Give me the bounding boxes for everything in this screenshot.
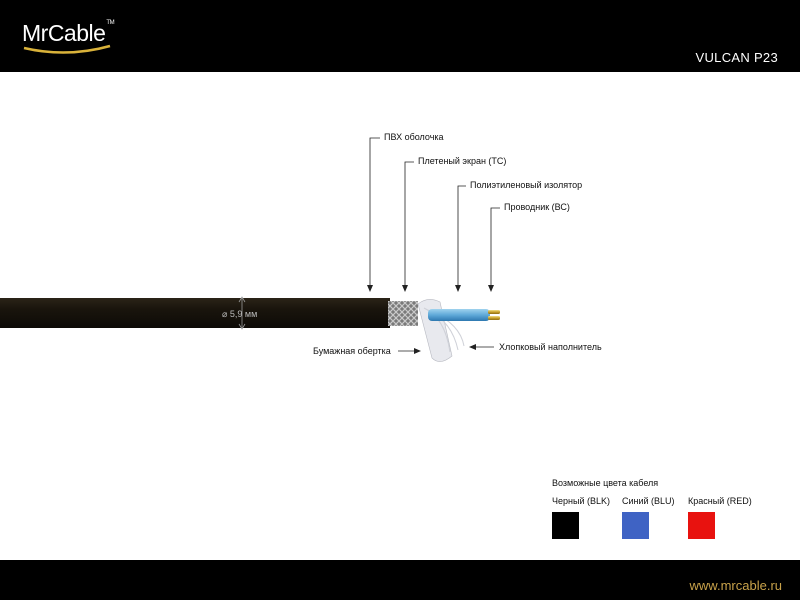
model-name: VULCAN P23 bbox=[695, 50, 778, 65]
colors-title: Возможные цвета кабеля bbox=[552, 478, 659, 488]
label-braided-shield: Плетеный экран (ТС) bbox=[418, 156, 507, 166]
diameter-arrow-bottom bbox=[238, 323, 246, 330]
swatch-blue[interactable]: Синий (BLU) bbox=[622, 496, 675, 539]
arrowhead-cotton-filler bbox=[469, 344, 476, 350]
label-paper-wrap: Бумажная обертка bbox=[313, 346, 391, 356]
arrowhead-pe-insulator bbox=[455, 285, 461, 292]
diameter-label: ⌀ 5,9 мм bbox=[222, 309, 258, 319]
arrowhead-paper-wrap bbox=[414, 348, 421, 354]
conductor-top bbox=[488, 310, 500, 314]
label-conductor: Проводник (ВС) bbox=[504, 202, 570, 212]
logo-swoosh-icon bbox=[23, 44, 111, 54]
swatch-label: Синий (BLU) bbox=[622, 496, 675, 506]
pe-insulator bbox=[428, 309, 490, 321]
logo-tm: TM bbox=[106, 20, 115, 26]
leader-braided-shield bbox=[404, 161, 414, 290]
swatch-chip bbox=[552, 512, 579, 539]
braided-shield bbox=[388, 301, 418, 326]
swatch-label: Черный (BLK) bbox=[552, 496, 610, 506]
diameter-arrow-top bbox=[238, 296, 246, 303]
conductor-bottom bbox=[488, 316, 500, 320]
label-pvc-jacket: ПВХ оболочка bbox=[384, 132, 444, 142]
pvc-jacket bbox=[0, 298, 390, 328]
logo-text: MrCable bbox=[22, 20, 106, 46]
leader-pvc-jacket bbox=[369, 137, 380, 290]
arrowhead-conductor bbox=[488, 285, 494, 292]
label-pe-insulator: Полиэтиленовый изолятор bbox=[470, 180, 583, 190]
leader-conductor bbox=[490, 207, 500, 290]
header-bar: MrCableTM VULCAN P23 bbox=[0, 0, 800, 72]
label-cotton-filler: Хлопковый наполнитель bbox=[499, 342, 602, 352]
swatch-label: Красный (RED) bbox=[688, 496, 752, 506]
leader-pe-insulator bbox=[457, 185, 466, 290]
swatch-red[interactable]: Красный (RED) bbox=[688, 496, 752, 539]
footer-bar: www.mrcable.ru bbox=[0, 560, 800, 600]
brand-logo[interactable]: MrCableTM bbox=[22, 20, 115, 47]
paper-wrap bbox=[417, 299, 453, 362]
swatch-black[interactable]: Черный (BLK) bbox=[552, 496, 610, 539]
arrowhead-pvc-jacket bbox=[367, 285, 373, 292]
swatch-chip bbox=[688, 512, 715, 539]
website-link[interactable]: www.mrcable.ru bbox=[689, 578, 782, 593]
arrowhead-braided-shield bbox=[402, 285, 408, 292]
cable-diagram bbox=[0, 137, 500, 362]
swatch-chip bbox=[622, 512, 649, 539]
